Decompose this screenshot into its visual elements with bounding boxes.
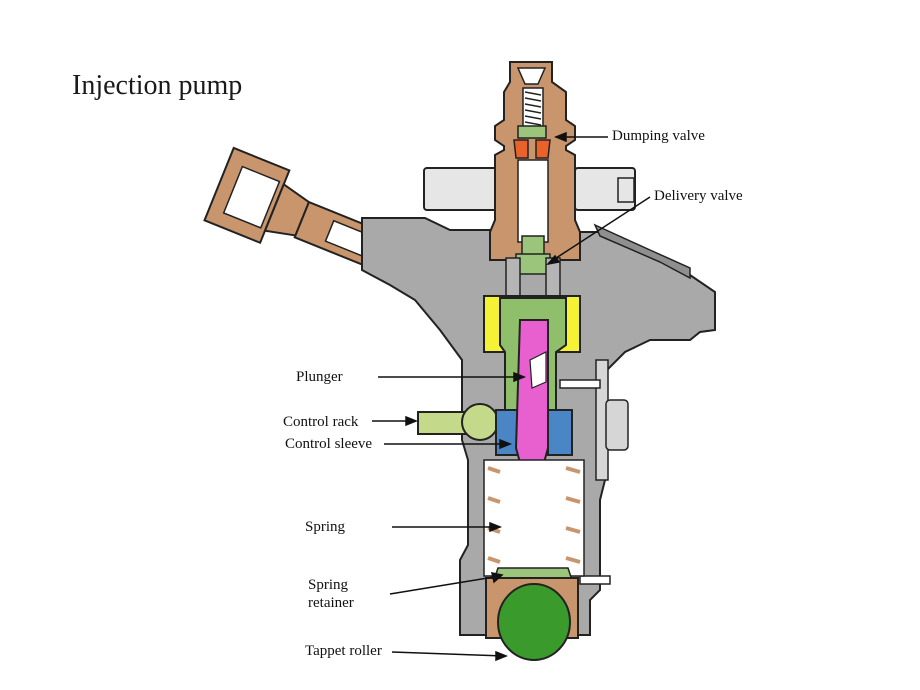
label-control-rack: Control rack	[283, 414, 359, 430]
plunger-helix	[529, 351, 547, 389]
inner-spring	[524, 91, 542, 126]
right-nut-end	[617, 177, 635, 203]
leader-lines	[372, 131, 651, 662]
pin	[559, 379, 601, 389]
tappet-roller	[497, 583, 571, 661]
side-bolt	[605, 399, 629, 451]
delivery-valve-head	[515, 253, 551, 275]
housing-flange	[593, 223, 691, 280]
left-nut	[423, 167, 501, 211]
label-tappet-roller: Tappet roller	[305, 643, 382, 659]
delivery-valve-stem	[521, 235, 545, 257]
spring-coils-left	[487, 466, 501, 564]
dumping-valve-body	[517, 125, 547, 139]
valve-seat-left	[505, 257, 521, 299]
label-dumping-valve: Dumping valve	[612, 128, 705, 144]
slide-title: Injection pump	[72, 70, 243, 101]
control-rack-ball	[461, 403, 499, 441]
label-spring-retainer-line1: Spring	[308, 577, 349, 593]
label-control-sleeve: Control sleeve	[285, 436, 373, 452]
pin-lower	[579, 575, 611, 585]
dumping-valve-seat	[513, 139, 551, 159]
label-spring: Spring	[305, 519, 346, 535]
label-plunger: Plunger	[296, 369, 343, 385]
spring-coils-right	[565, 466, 581, 564]
central-bore	[517, 159, 549, 243]
label-spring-retainer-line2: retainer	[308, 595, 354, 611]
label-delivery-valve: Delivery valve	[654, 188, 743, 204]
valve-holder-cone	[516, 67, 547, 85]
